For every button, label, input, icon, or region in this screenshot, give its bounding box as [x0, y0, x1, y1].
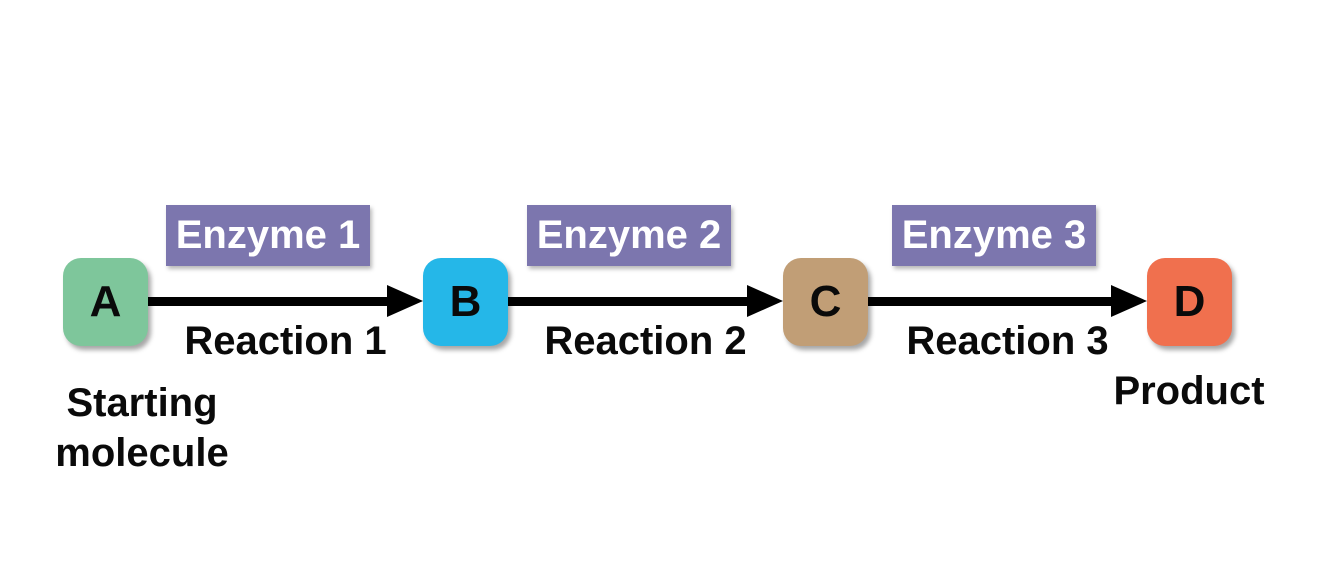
node-d-box: D	[1147, 258, 1232, 346]
arrow-head-icon	[747, 285, 783, 317]
reaction-2-label: Reaction 2	[544, 319, 747, 363]
product-caption: Product	[1113, 369, 1265, 413]
arrow-shaft	[868, 297, 1113, 306]
enzyme-2-label: Enzyme 2	[527, 205, 731, 266]
node-b-box: B	[423, 258, 508, 346]
reaction-3-label: Reaction 3	[906, 319, 1109, 363]
reaction-3-arrow	[868, 285, 1147, 317]
reaction-1-label: Reaction 1	[184, 319, 387, 363]
arrow-head-icon	[1111, 285, 1147, 317]
node-a-letter: A	[89, 277, 122, 326]
arrow-shaft	[148, 297, 389, 306]
reaction-2-arrow	[508, 285, 783, 317]
node-c-letter: C	[809, 277, 842, 326]
arrow-shaft	[508, 297, 749, 306]
enzyme-1-label: Enzyme 1	[166, 205, 370, 266]
reaction-1-arrow	[148, 285, 423, 317]
arrow-head-icon	[387, 285, 423, 317]
node-c-box: C	[783, 258, 868, 346]
node-d-letter: D	[1173, 277, 1206, 326]
node-a-box: A	[63, 258, 148, 346]
enzyme-3-label: Enzyme 3	[892, 205, 1096, 266]
starting-molecule-caption: Starting molecule	[55, 381, 229, 475]
node-b-letter: B	[449, 277, 482, 326]
